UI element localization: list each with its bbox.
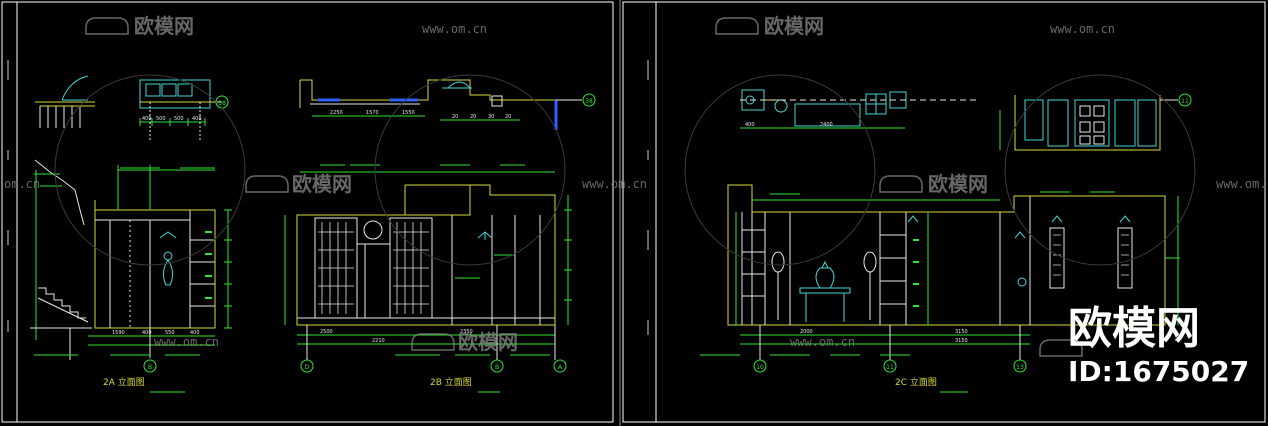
watermark-layer: 欧模网 欧模网 欧模网 欧模网 欧模网 www.om.cn www.om.cn … <box>4 14 1268 357</box>
grid-marker: 11 <box>886 364 894 371</box>
watermark-brand: 欧模网 <box>292 172 352 196</box>
dim-label: 400 <box>142 330 152 336</box>
dim-label: 3150 <box>955 329 968 335</box>
dim-label: 500 <box>156 116 166 122</box>
dim-label: 2210 <box>372 338 385 344</box>
brand-id: ID:1675027 <box>1068 355 1249 388</box>
dim-label: 1570 <box>366 110 379 116</box>
watermark-brand: 欧模网 <box>764 14 824 38</box>
dim-label: 2250 <box>330 110 343 116</box>
watermark-url-partial: om.cn <box>4 177 40 191</box>
grid-marker: B <box>148 364 152 371</box>
elevation-2a <box>30 159 232 393</box>
dim-label: 2400 <box>820 122 833 128</box>
right-plan-strip <box>740 89 1192 151</box>
dim-label: 400 <box>190 330 200 336</box>
plan-marker: 38 <box>585 98 593 105</box>
watermark-url: www.om.cn <box>1050 22 1115 36</box>
grid-marker: 13 <box>1016 364 1024 371</box>
drawing-title-2c: 2C 立面图 <box>895 376 937 388</box>
dim-label: 2000 <box>800 329 813 335</box>
dim-label: 20 <box>505 114 511 120</box>
brand-name: 欧模网 <box>1068 303 1200 354</box>
watermark-url: www.om.cn <box>582 177 647 191</box>
dim-label: 3150 <box>955 338 968 344</box>
title-strip-marks <box>7 60 649 335</box>
dim-label: 400 <box>142 116 152 122</box>
brand-overlay: 欧模网 ID:1675027 <box>1068 303 1249 388</box>
dim-label: 400 <box>192 116 202 122</box>
watermark-brand: 欧模网 <box>928 172 988 196</box>
dim-label: 500 <box>174 116 184 122</box>
left-sheet-inner-frame <box>16 1 614 423</box>
watermark-brand: 欧模网 <box>134 14 194 38</box>
watermark-rings <box>54 74 1196 266</box>
watermark-brand: 欧模网 <box>458 330 518 354</box>
drawing-title-2a: 2A 立面图 <box>103 376 145 388</box>
dim-label: 2500 <box>320 329 333 335</box>
dim-label: 1590 <box>112 330 125 336</box>
sofa-logo-icon <box>85 17 1083 357</box>
watermark-url: www.om.cn <box>790 335 855 349</box>
grid-marker: 10 <box>756 364 764 371</box>
elevation-2b <box>284 164 572 393</box>
drawing-title-2b: 2B 立面图 <box>430 376 472 388</box>
dim-label: 30 <box>488 114 494 120</box>
watermark-url: www.om.cn <box>154 335 219 349</box>
watermark-url: www.om.cn <box>422 22 487 36</box>
plan-marker: 18 <box>218 100 226 107</box>
dim-label: 1550 <box>402 110 415 116</box>
left-plan-strip <box>35 75 596 142</box>
watermark-url: www.om.cn <box>1216 177 1268 191</box>
grid-marker: A <box>558 364 563 371</box>
grid-marker: B <box>495 364 499 371</box>
elevation-2c <box>700 184 1180 393</box>
dim-label: 20 <box>452 114 458 120</box>
plan-marker: 11 <box>1181 98 1189 105</box>
grid-marker: D <box>305 364 310 371</box>
right-sheet-inner-frame <box>655 1 1266 423</box>
dim-label: 2350 <box>460 329 473 335</box>
dim-label: 20 <box>470 114 476 120</box>
dim-label: 550 <box>165 330 175 336</box>
dim-label: 400 <box>745 122 755 128</box>
